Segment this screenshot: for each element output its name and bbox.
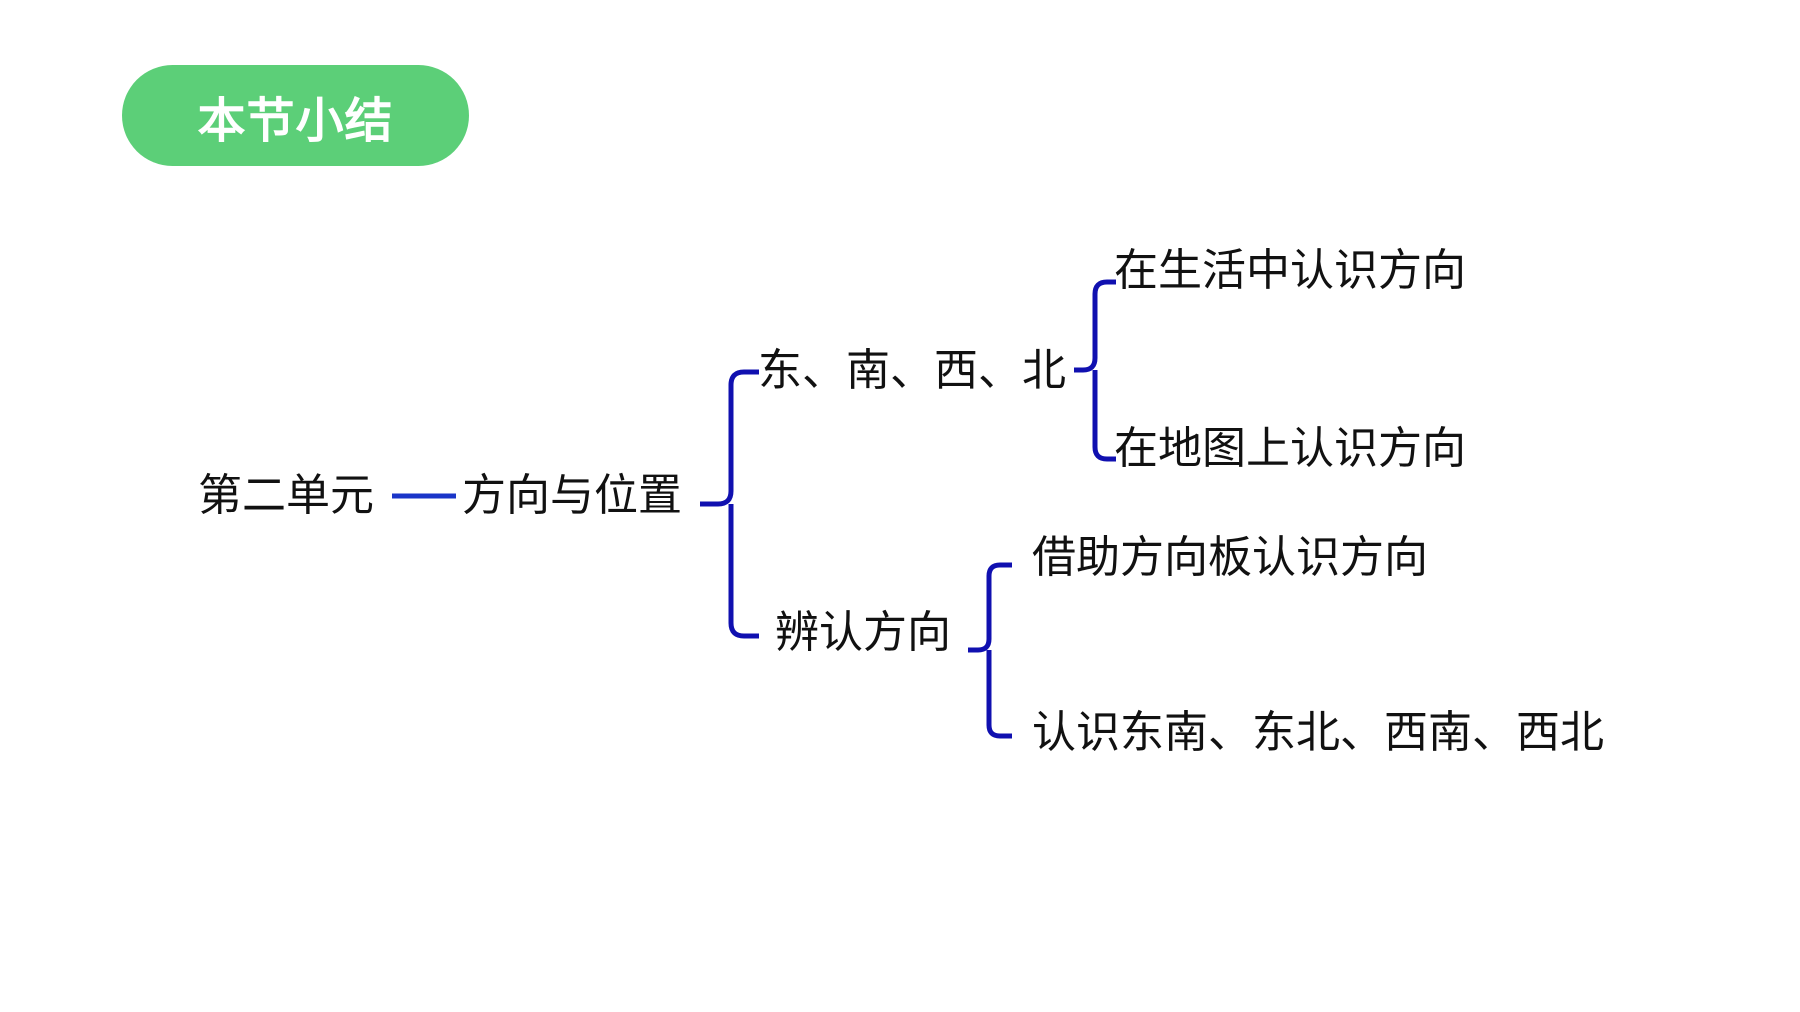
- branch-1-bracket: [1074, 279, 1116, 462]
- topic-node: 方向与位置: [462, 470, 682, 521]
- topic-bracket: [700, 369, 759, 639]
- section-summary-badge: 本节小结: [122, 65, 469, 166]
- leaf-node-intercardinal-directions: 认识东南、东北、西南、西北: [1032, 707, 1604, 758]
- branch-node-directions: 东、南、西、北: [758, 345, 1066, 396]
- leaf-node-direction-board: 借助方向板认识方向: [1032, 532, 1428, 583]
- root-node: 第二单元: [198, 470, 374, 521]
- leaf-node-map-directions: 在地图上认识方向: [1114, 423, 1466, 474]
- branch-node-identify-directions: 辨认方向: [775, 607, 951, 658]
- branch-2-bracket: [968, 562, 1012, 739]
- leaf-node-life-directions: 在生活中认识方向: [1114, 245, 1466, 296]
